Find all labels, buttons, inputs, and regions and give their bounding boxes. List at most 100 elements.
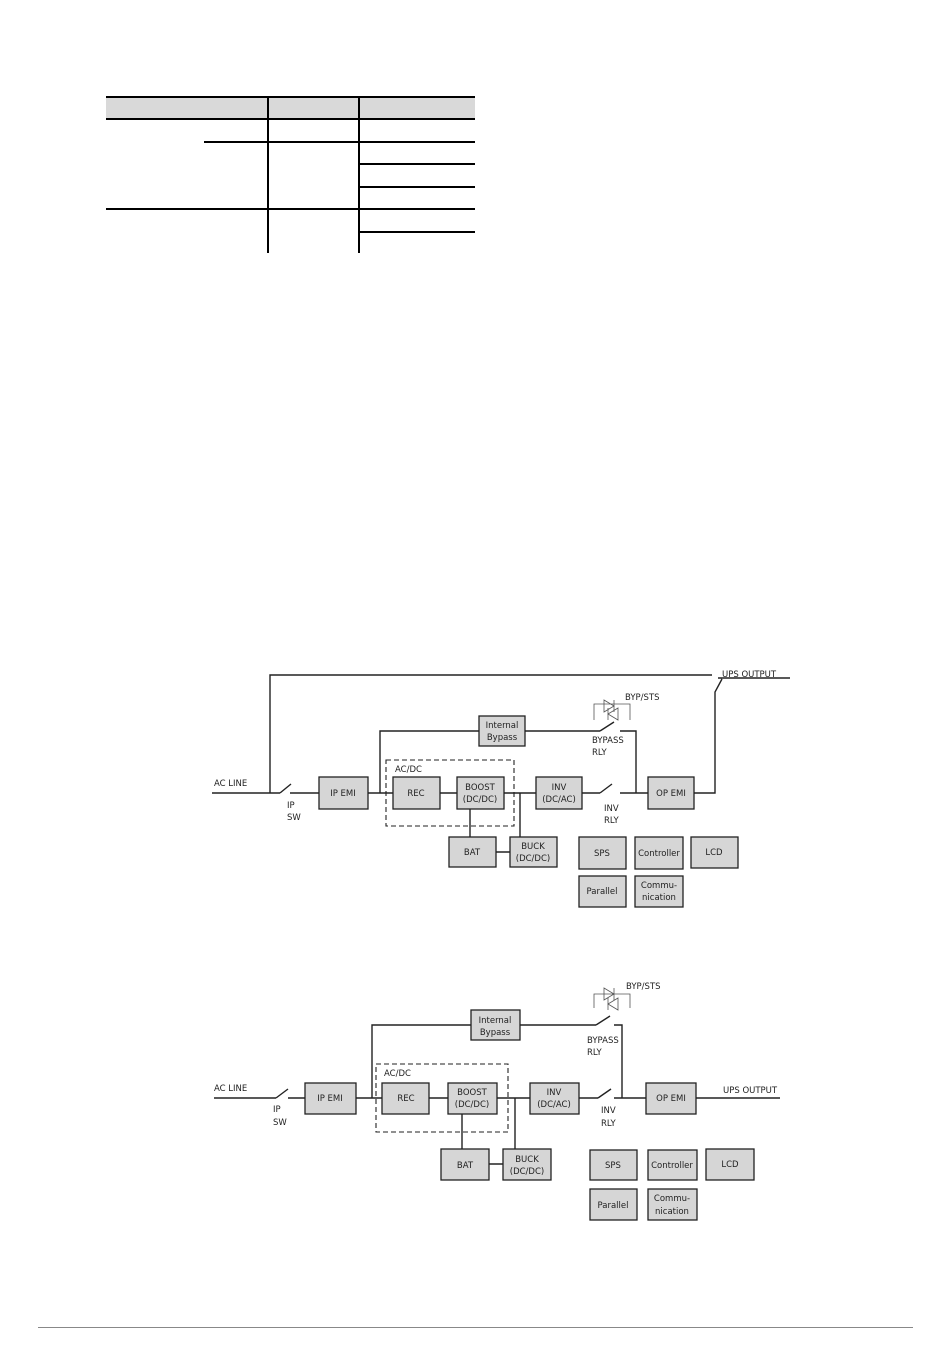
bypass-relay-switch bbox=[599, 721, 615, 732]
controller-block bbox=[647, 1149, 698, 1181]
byp-sts-label: BYP/STS bbox=[626, 982, 661, 992]
inv-rly-label: RLY bbox=[601, 1119, 617, 1129]
buck-label: BUCK bbox=[515, 1155, 539, 1165]
labels: AC LINE UPS OUTPUT IP SW IP EMI AC/DC RE… bbox=[214, 670, 777, 903]
inv-rly-label: INV bbox=[604, 804, 619, 814]
internal-bypass-label: Internal bbox=[486, 721, 519, 731]
communication-label: Commu- bbox=[654, 1194, 690, 1204]
inv-label: INV bbox=[547, 1088, 562, 1098]
controller-block bbox=[634, 836, 684, 870]
bypass-rly-label: BYPASS bbox=[592, 736, 624, 746]
bypass-rly-label: RLY bbox=[592, 748, 608, 758]
ip-emi-label: IP EMI bbox=[330, 789, 356, 799]
rec-label: REC bbox=[397, 1094, 414, 1104]
table-rule bbox=[358, 231, 475, 233]
buck-label: BUCK bbox=[521, 842, 545, 852]
boost-label: (DC/DC) bbox=[455, 1100, 489, 1110]
ac-line-label: AC LINE bbox=[214, 1084, 247, 1094]
ip-emi-block bbox=[318, 776, 369, 810]
ip-sw-label: IP bbox=[273, 1105, 281, 1115]
sps-label: SPS bbox=[605, 1161, 621, 1171]
wires bbox=[214, 1024, 780, 1165]
buck-block bbox=[502, 1148, 552, 1181]
ip-sw-label: SW bbox=[273, 1118, 287, 1128]
lcd-block bbox=[705, 1148, 755, 1181]
rec-block bbox=[381, 1082, 430, 1115]
boost-label: BOOST bbox=[457, 1088, 487, 1098]
byp-sts-label: BYP/STS bbox=[625, 693, 660, 703]
op-emi-block bbox=[647, 776, 695, 810]
table-col-divider bbox=[267, 97, 269, 253]
ip-emi-label: IP EMI bbox=[317, 1094, 343, 1104]
inv-relay-switch bbox=[597, 1088, 612, 1099]
acdc-label: AC/DC bbox=[384, 1069, 411, 1079]
parallel-label: Parallel bbox=[587, 887, 618, 897]
bypass-relay-switch bbox=[595, 1015, 611, 1026]
internal-bypass-label: Bypass bbox=[487, 733, 518, 743]
thyristor-icon bbox=[593, 699, 631, 721]
parallel-block bbox=[589, 1188, 638, 1221]
sps-label: SPS bbox=[594, 849, 610, 859]
sps-block bbox=[578, 836, 627, 870]
rec-block bbox=[392, 776, 441, 810]
acdc-label: AC/DC bbox=[395, 765, 422, 775]
table-rule bbox=[204, 141, 475, 143]
bypass-rly-label: BYPASS bbox=[587, 1036, 619, 1046]
bypass-rly-label: RLY bbox=[587, 1048, 603, 1058]
internal-bypass-label: Internal bbox=[479, 1016, 512, 1026]
internal-bypass-block bbox=[470, 1009, 521, 1041]
bat-block bbox=[448, 836, 497, 868]
ip-switch bbox=[279, 783, 292, 794]
labels: AC LINE UPS OUTPUT IP SW IP EMI AC/DC RE… bbox=[214, 982, 778, 1217]
communication-block bbox=[647, 1188, 698, 1221]
inv-rly-label: INV bbox=[601, 1106, 616, 1116]
rec-label: REC bbox=[407, 789, 424, 799]
table-rule bbox=[106, 208, 475, 210]
communication-block bbox=[634, 875, 684, 908]
inv-relay-switch bbox=[599, 783, 613, 794]
inv-label: (DC/AC) bbox=[537, 1100, 571, 1110]
table-col-divider bbox=[358, 97, 360, 253]
op-emi-label: OP EMI bbox=[656, 1094, 686, 1104]
table-rule bbox=[358, 163, 475, 165]
table-rule bbox=[106, 118, 475, 120]
buck-label: (DC/DC) bbox=[510, 1167, 544, 1177]
bat-label: BAT bbox=[457, 1161, 474, 1171]
boost-label: BOOST bbox=[465, 783, 495, 793]
bat-label: BAT bbox=[464, 848, 481, 858]
communication-label: Commu- bbox=[641, 881, 677, 891]
acdc-group bbox=[385, 759, 515, 827]
lcd-label: LCD bbox=[705, 848, 723, 858]
ip-switch bbox=[275, 1088, 289, 1099]
communication-label: nication bbox=[655, 1207, 689, 1217]
internal-bypass-label: Bypass bbox=[480, 1028, 511, 1038]
footer-rule bbox=[38, 1327, 913, 1328]
communication-label: nication bbox=[642, 893, 676, 903]
op-emi-block bbox=[645, 1082, 697, 1115]
inv-rly-label: RLY bbox=[604, 816, 620, 826]
internal-bypass-block bbox=[478, 715, 526, 747]
boost-label: (DC/DC) bbox=[463, 795, 497, 805]
thyristor-icon bbox=[593, 987, 631, 1011]
parallel-block bbox=[578, 875, 627, 908]
lcd-block bbox=[690, 836, 739, 869]
ip-sw-label: IP bbox=[287, 801, 295, 811]
inv-block bbox=[535, 776, 583, 810]
table-rule bbox=[106, 96, 475, 98]
buck-block bbox=[509, 836, 558, 868]
ip-sw-label: SW bbox=[287, 813, 301, 823]
lcd-label: LCD bbox=[721, 1160, 739, 1170]
table-rule bbox=[358, 186, 475, 188]
acdc-group bbox=[375, 1063, 509, 1133]
ac-line-label: AC LINE bbox=[214, 779, 247, 789]
buck-label: (DC/DC) bbox=[516, 854, 550, 864]
bat-block bbox=[440, 1148, 490, 1181]
boost-block bbox=[447, 1082, 498, 1115]
ups-output-label: UPS OUTPUT bbox=[722, 670, 777, 680]
controller-label: Controller bbox=[638, 849, 680, 859]
wires bbox=[212, 674, 790, 853]
controller-label: Controller bbox=[651, 1161, 693, 1171]
boost-block bbox=[456, 776, 505, 810]
